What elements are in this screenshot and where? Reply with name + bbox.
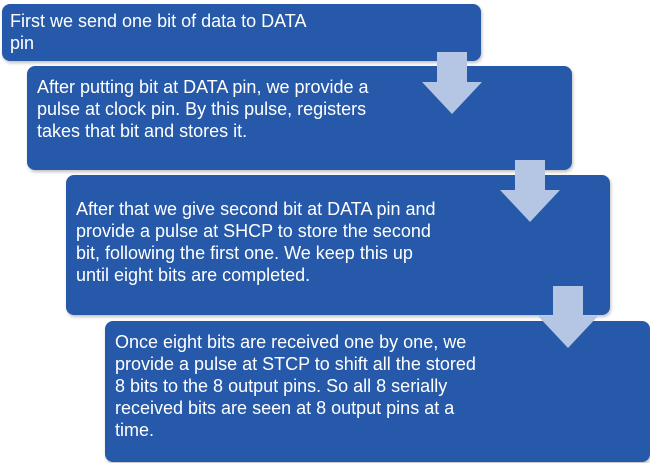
down-arrow-icon [538,286,598,348]
step-4-box: Once eight bits are received one by one,… [105,321,650,462]
step-1-text: First we send one bit of data to DATA pi… [10,11,307,53]
step-4-text: Once eight bits are received one by one,… [115,332,476,440]
down-arrow-icon [500,160,560,222]
step-3-text: After that we give second bit at DATA pi… [76,199,436,285]
step-2-text: After putting bit at DATA pin, we provid… [37,77,369,141]
step-1-box: First we send one bit of data to DATA pi… [2,4,481,61]
down-arrow-icon [422,52,482,114]
step-2-box: After putting bit at DATA pin, we provid… [27,66,572,170]
